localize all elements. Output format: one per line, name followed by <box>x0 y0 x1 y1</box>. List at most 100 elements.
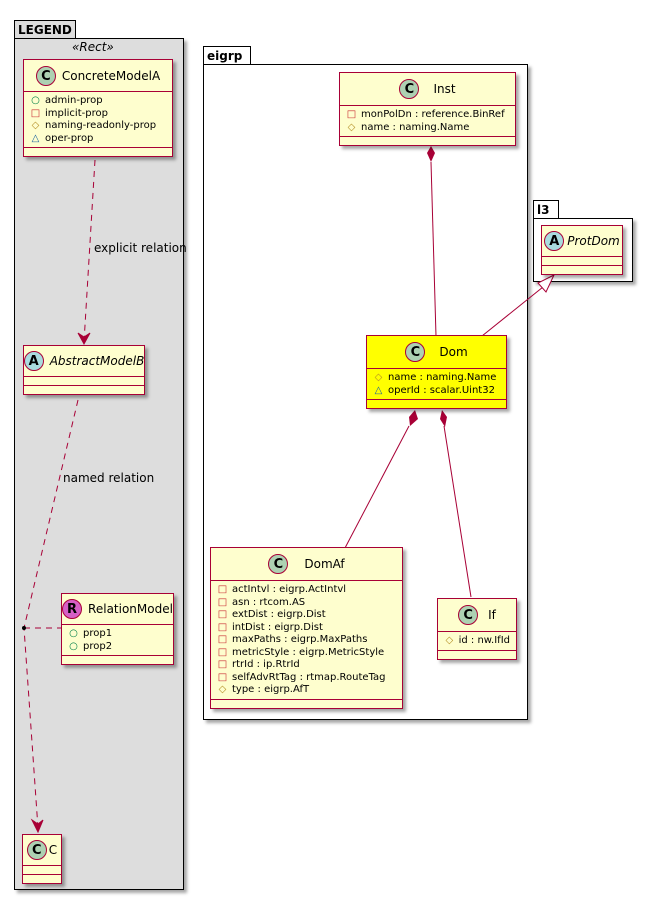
class-c-icon: C <box>458 605 479 625</box>
private-icon: □ <box>217 596 228 608</box>
attribute-text: rtrId : ip.RtrId <box>232 659 300 670</box>
public-icon: ○ <box>69 640 78 652</box>
class-inst[interactable]: C Inst □ monPolDn : reference.BinRef ◇ nam… <box>339 72 516 146</box>
class-name: ConcreteModelA <box>61 68 161 83</box>
attribute: □ maxPaths : eigrp.MaxPaths <box>217 634 396 647</box>
private-icon: □ <box>217 671 228 683</box>
attribute-text: type : eigrp.AfT <box>232 684 310 695</box>
class-header: R RelationModel <box>62 594 173 625</box>
attribute-text: selfAdvRtTag : rtmap.RouteTag <box>232 671 386 683</box>
class-methods <box>542 266 622 274</box>
attribute-text: naming-readonly-prop <box>45 120 157 131</box>
attribute-text: name : naming.Name <box>388 372 497 383</box>
attribute-text: operId : scalar.Uint32 <box>388 384 495 396</box>
attribute-text: intDist : eigrp.Dist <box>232 621 323 633</box>
private-icon: □ <box>217 659 228 670</box>
protected-icon: ◇ <box>218 684 227 695</box>
class-header: C DomAf <box>211 548 402 581</box>
class-prot-dom[interactable]: A ProtDom <box>541 225 623 275</box>
class-dom[interactable]: C Dom ◇ name : naming.Name △ operId : scal… <box>366 335 507 409</box>
private-icon: □ <box>217 584 228 595</box>
public-icon: ○ <box>69 628 78 639</box>
class-header: C Dom <box>367 336 506 369</box>
attribute: □ asn : rtcom.AS <box>217 597 396 610</box>
class-attributes: ○prop1 ○ prop2 <box>62 625 173 656</box>
class-dom-af[interactable]: C DomAf □actIntvl : eigrp.ActIntvl □ asn … <box>210 547 403 709</box>
attribute: □ monPolDn : reference.BinRef <box>346 109 509 122</box>
attribute: △ operId : scalar.Uint32 <box>373 385 500 398</box>
legend-stereotype: «Rect» <box>72 40 114 54</box>
attribute-text: implicit-prop <box>45 107 108 119</box>
attribute-text: extDist : eigrp.Dist <box>232 609 326 620</box>
relation-r-icon: R <box>62 599 83 619</box>
private-icon: □ <box>346 109 357 120</box>
protected-icon: ◇ <box>374 372 383 383</box>
attribute: ○ prop2 <box>68 641 167 654</box>
protected-icon: ◇ <box>31 120 40 131</box>
class-c-icon: C <box>26 840 47 860</box>
attribute-text: metricStyle : eigrp.MetricStyle <box>232 646 385 658</box>
class-concrete-model-a[interactable]: C ConcreteModelA ○admin-prop □ implicit-p… <box>23 59 173 157</box>
attribute: ○prop1 <box>68 628 167 641</box>
attribute: □ implicit-prop <box>30 108 166 121</box>
class-methods <box>438 651 516 659</box>
class-attributes <box>542 257 622 266</box>
class-abstract-model-b[interactable]: A AbstractModelB <box>23 345 145 395</box>
private-icon: □ <box>217 634 228 645</box>
attribute-text: prop2 <box>83 640 113 652</box>
class-name: Dom <box>439 345 468 359</box>
attribute: ◇ type : eigrp.AfT <box>217 684 396 697</box>
class-c-icon: C <box>405 342 426 362</box>
attribute: □actIntvl : eigrp.ActIntvl <box>217 584 396 597</box>
attribute: □ extDist : eigrp.Dist <box>217 609 396 622</box>
package-legend-body <box>14 38 184 890</box>
attribute: □ intDist : eigrp.Dist <box>217 622 396 635</box>
package-legend-tab: LEGEND <box>14 20 76 38</box>
attribute: ◇ name : naming.Name <box>346 122 509 135</box>
class-c[interactable]: C C <box>22 834 62 884</box>
attribute-text: maxPaths : eigrp.MaxPaths <box>232 634 368 645</box>
attribute-text: id : nw.IfId <box>458 635 510 646</box>
attribute-text: asn : rtcom.AS <box>232 596 306 608</box>
class-header: C C <box>23 835 61 866</box>
class-methods <box>24 148 172 156</box>
class-methods <box>23 875 61 883</box>
class-header: C If <box>438 599 516 632</box>
class-relation-model[interactable]: R RelationModel ○prop1 ○ prop2 <box>61 593 174 665</box>
class-name: C <box>48 843 58 857</box>
class-name: AbstractModelB <box>49 354 145 368</box>
protected-icon: ◇ <box>347 121 356 133</box>
class-if[interactable]: C If ◇ id : nw.IfId <box>437 598 517 660</box>
class-name: DomAf <box>304 557 345 571</box>
class-name: Inst <box>433 82 456 96</box>
protected-icon: ◇ <box>445 635 454 646</box>
class-methods <box>24 386 144 394</box>
private-icon: □ <box>217 609 228 620</box>
attribute: ◇ name : naming.Name <box>373 372 500 385</box>
package-icon: △ <box>31 132 40 144</box>
class-attributes: ◇ id : nw.IfId <box>438 632 516 651</box>
attribute: □ selfAdvRtTag : rtmap.RouteTag <box>217 672 396 685</box>
package-l3-tab: l3 <box>533 200 559 218</box>
attribute-text: oper-prop <box>45 132 94 144</box>
class-attributes: □actIntvl : eigrp.ActIntvl □ asn : rtcom.… <box>211 581 402 700</box>
attribute-text: admin-prop <box>45 95 103 106</box>
class-header: C Inst <box>340 73 515 106</box>
abstract-a-icon: A <box>544 231 565 251</box>
class-attributes: ◇ name : naming.Name △ operId : scalar.Uin… <box>367 369 506 400</box>
class-methods <box>211 700 402 708</box>
abstract-a-icon: A <box>23 351 44 371</box>
class-attributes: ○admin-prop □ implicit-prop ◇ naming-reado… <box>24 92 172 148</box>
attribute: ○admin-prop <box>30 95 166 108</box>
attribute-text: name : naming.Name <box>361 121 470 133</box>
class-c-icon: C <box>268 554 289 574</box>
attribute: ◇ id : nw.IfId <box>444 635 510 648</box>
private-icon: □ <box>217 621 228 633</box>
attribute: □ metricStyle : eigrp.MetricStyle <box>217 647 396 660</box>
attribute-text: monPolDn : reference.BinRef <box>361 109 505 120</box>
package-icon: △ <box>374 384 383 396</box>
class-name: ProtDom <box>567 234 620 248</box>
private-icon: □ <box>30 107 41 119</box>
private-icon: □ <box>217 646 228 658</box>
class-header: C ConcreteModelA <box>24 60 172 92</box>
